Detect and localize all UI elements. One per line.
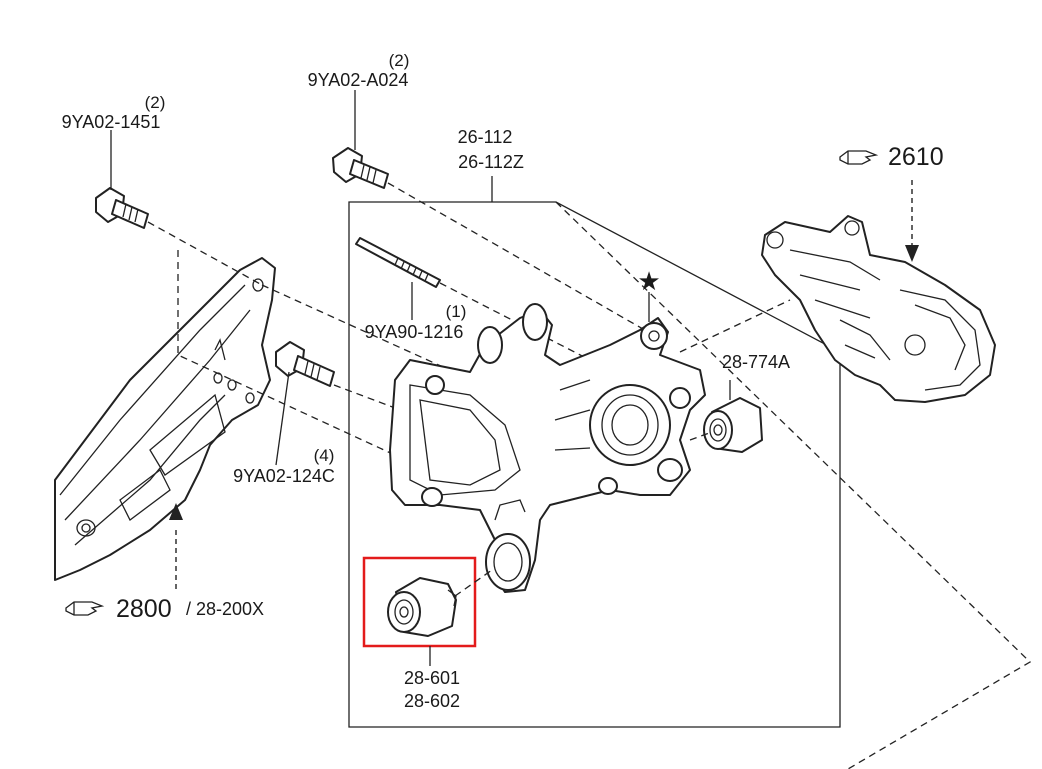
bolt-a024-qty: (2) bbox=[389, 51, 410, 70]
bolt-1451-qty: (2) bbox=[145, 93, 166, 112]
bolt-a024-part[interactable]: 9YA02-A024 bbox=[308, 70, 409, 90]
knuckle-part-1[interactable]: 26-112 bbox=[458, 127, 513, 147]
bolt-1451-part[interactable]: 9YA02-1451 bbox=[62, 112, 161, 132]
star-icon: ★ bbox=[637, 266, 660, 296]
highlight-box bbox=[362, 556, 477, 648]
stud-qty: (1) bbox=[446, 302, 467, 321]
stud-part[interactable]: 9YA90-1216 bbox=[365, 322, 464, 342]
arm-dash-2 bbox=[261, 284, 561, 421]
bushing-601-part-2[interactable]: 28-602 bbox=[404, 691, 460, 711]
brake-caliper bbox=[761, 215, 996, 403]
stud-9ya90-1216-icon bbox=[355, 237, 441, 288]
bushing-28-601 bbox=[387, 577, 457, 637]
ref-2800-main[interactable]: 2800 bbox=[116, 595, 172, 623]
trailing-arm bbox=[54, 257, 276, 581]
assembly-frame bbox=[348, 201, 841, 728]
bushing-774a-part[interactable]: 28-774A bbox=[722, 352, 790, 372]
ref-2800-slash: / bbox=[186, 599, 191, 619]
arm-ref-arrow bbox=[169, 503, 183, 520]
caliper-dash bbox=[679, 299, 791, 353]
bolt-9ya02-124c-icon bbox=[275, 341, 335, 387]
knuckle-part-2[interactable]: 26-112Z bbox=[458, 152, 524, 172]
bolt-124c-qty: (4) bbox=[314, 446, 335, 465]
bushing-774a-dash bbox=[689, 431, 713, 441]
bushing-601-dash bbox=[454, 569, 493, 597]
bushing-601-part-1[interactable]: 28-601 bbox=[404, 668, 460, 688]
pointing-hand-icon bbox=[839, 150, 879, 165]
ref-2610-main[interactable]: 2610 bbox=[888, 143, 944, 171]
ref-2800-alt[interactable]: 28-200X bbox=[196, 599, 264, 619]
bolt-1451-dash bbox=[147, 221, 263, 286]
bushing-28-774a bbox=[703, 397, 763, 453]
bolt-9ya02-1451-icon bbox=[95, 187, 149, 229]
outer-dashed-boundary bbox=[555, 201, 1032, 769]
caliper-ref-arrow bbox=[905, 245, 919, 262]
bolt-9ya02-a024-icon bbox=[332, 147, 389, 189]
pointing-hand-icon bbox=[65, 601, 105, 616]
bolt-a024-dash bbox=[387, 182, 651, 334]
bolt-124c-leader bbox=[275, 371, 290, 466]
bolt-124c-part[interactable]: 9YA02-124C bbox=[233, 466, 335, 486]
knuckle-assembly bbox=[389, 303, 706, 593]
